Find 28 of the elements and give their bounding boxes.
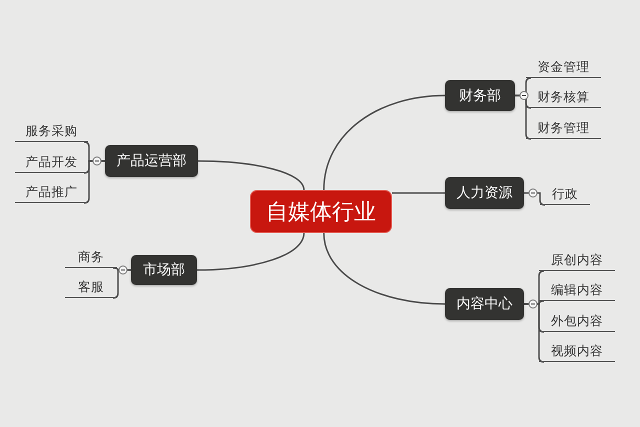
subtopic-label: 财务管理 [526, 119, 601, 139]
connector-line [323, 94, 446, 190]
connector-line [392, 192, 445, 194]
subtopic-label: 财务核算 [526, 88, 601, 108]
connector-line [323, 232, 446, 305]
topic-box: 市场部 [131, 255, 197, 285]
subtopic-label: 视频内容 [539, 342, 615, 362]
connector-line [84, 160, 105, 204]
connector-line [198, 160, 305, 190]
connector-line [196, 232, 305, 271]
subtopic-label: 编辑内容 [539, 281, 615, 301]
central-topic-box: 自媒体行业 [250, 190, 392, 233]
connector-line [524, 303, 544, 363]
subtopic-label: 客服 [65, 278, 117, 298]
topic-box: 财务部 [445, 80, 515, 111]
subtopic-label: 资金管理 [526, 58, 601, 78]
subtopic-label: 商务 [65, 248, 117, 268]
topic-box: 产品运营部 [105, 145, 198, 177]
subtopic-label: 产品推广 [15, 183, 88, 203]
topic-box: 人力资源 [445, 177, 524, 209]
subtopic-label: 外包内容 [539, 312, 615, 332]
subtopic-label: 服务采购 [15, 122, 88, 142]
connector-line [112, 269, 131, 299]
connector-line [515, 94, 532, 140]
subtopic-label: 行政 [540, 185, 590, 205]
subtopic-label: 原创内容 [539, 251, 615, 271]
topic-box: 内容中心 [445, 288, 524, 320]
subtopic-label: 产品开发 [15, 153, 88, 173]
